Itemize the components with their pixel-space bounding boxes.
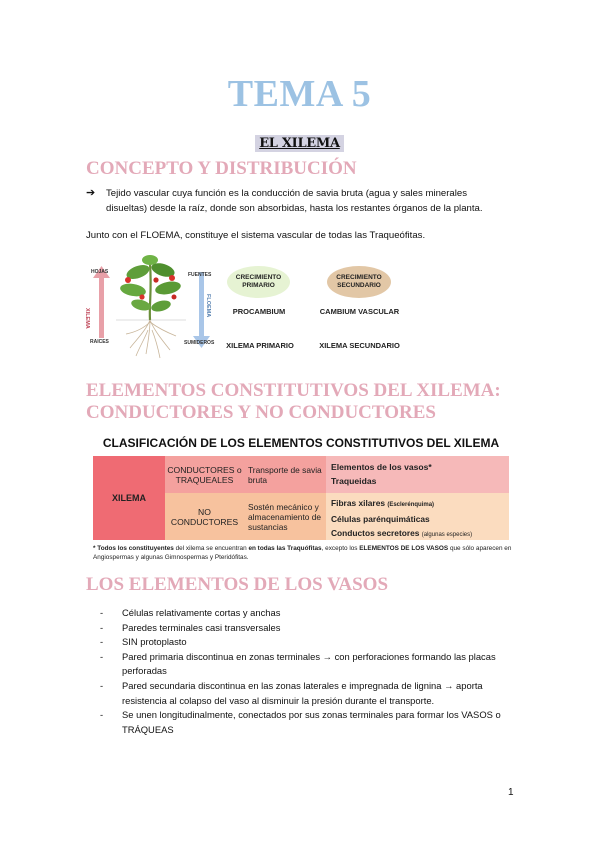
cell-no-conductores-function: Sostén mecánico y almacenamiento de sust… (244, 493, 326, 540)
item-traqueidas: Traqueidas (331, 476, 377, 486)
section-heading-elementos-2: CONDUCTORES Y NO CONDUCTORES (86, 402, 436, 423)
item-celulas-parenquimaticas: Células parénquimáticas (331, 514, 430, 524)
label-fuentes: FUENTES (188, 272, 212, 278)
phloem-arrow-head (193, 336, 210, 348)
concepto-paragraph: Junto con el FLOEMA, constituye el siste… (86, 230, 426, 241)
list-item: -Pared primaria discontinua en zonas ter… (100, 650, 496, 677)
cell-xilema: XILEMA (93, 456, 165, 540)
cell-no-conductores: NO CONDUCTORES (165, 493, 244, 540)
subtitle: EL XILEMA (255, 135, 344, 152)
classification-table: XILEMA CONDUCTORES o TRAQUEALES Transpor… (93, 456, 509, 540)
section-heading-concepto: CONCEPTO Y DISTRIBUCIÓN (86, 158, 357, 179)
xylem-arrow-shaft (99, 276, 104, 338)
section-heading-elementos-1: ELEMENTOS CONSTITUTIVOS DEL XILEMA: (86, 380, 501, 401)
label-xilema-arrow: XILEMA (84, 308, 90, 329)
label-sumideros: SUMIDEROS (184, 340, 215, 346)
xylem-arrow-head (93, 266, 110, 278)
list-item: -Se unen longitudinalmente, conectados p… (100, 709, 501, 735)
item-fibras-xilares: Fibras xilares (Esclerénquima) (331, 498, 435, 508)
phloem-arrow-shaft (199, 272, 204, 338)
cell-conductores: CONDUCTORES o TRAQUEALES (165, 456, 244, 493)
cell-no-conductores-items: Fibras xilares (Esclerénquima) Células p… (326, 493, 509, 540)
item-elementos-vasos: Elementos de los vasos* (331, 462, 432, 472)
bubble-crecimiento-secundario: CRECIMIENTO SECUNDARIO (327, 266, 391, 298)
concepto-arrow-item: ➔ Tejido vascular cuya función es la con… (86, 186, 506, 216)
item-conductos-secretores: Conductos secretores (algunas especies) (331, 528, 473, 538)
label-raices: RAICES (90, 339, 109, 345)
section-heading-vasos: LOS ELEMENTOS DE LOS VASOS (86, 574, 389, 595)
list-item: -Células relativamente cortas y anchas (100, 607, 281, 618)
table-title: CLASIFICACIÓN DE LOS ELEMENTOS CONSTITUT… (102, 436, 500, 450)
label-hojas: HOJAS (91, 269, 109, 275)
bubble-crecimiento-primario: CRECIMIENTO PRIMARIO (227, 266, 290, 298)
text-xilema-primario: XILEMA PRIMARIO (226, 341, 294, 350)
cell-conductores-function: Transporte de savia bruta (244, 456, 326, 493)
table-footnote: * Todos los constituyentes del xilema se… (93, 545, 512, 561)
text-cambium-vascular: CAMBIUM VASCULAR (319, 307, 400, 316)
list-item: -Paredes terminales casi transversales (100, 621, 281, 633)
page-title: TEMA 5 (227, 73, 372, 115)
list-item: -SIN protoplasto (100, 636, 187, 648)
label-floema-arrow: FLOEMA (205, 294, 211, 318)
text-procambium: PROCAMBIUM (232, 307, 286, 316)
text-xilema-secundario: XILEMA SECUNDARIO (319, 341, 400, 350)
concepto-arrow-text: Tejido vascular cuya función es la condu… (106, 188, 483, 214)
list-item: -Pared secundaria discontinua en las zon… (100, 679, 483, 706)
vasos-bullet-list: -Células relativamente cortas y anchas -… (100, 606, 510, 737)
cell-conductores-items: Elementos de los vasos* Traqueidas (326, 456, 509, 493)
page-number: 1 (508, 787, 514, 798)
xylem-diagram: HOJAS XILEMA RAICES FUENTES FLOEMA SUMID… (84, 250, 426, 362)
arrow-right-icon: ➔ (86, 187, 96, 199)
plant-illustration (93, 255, 210, 359)
